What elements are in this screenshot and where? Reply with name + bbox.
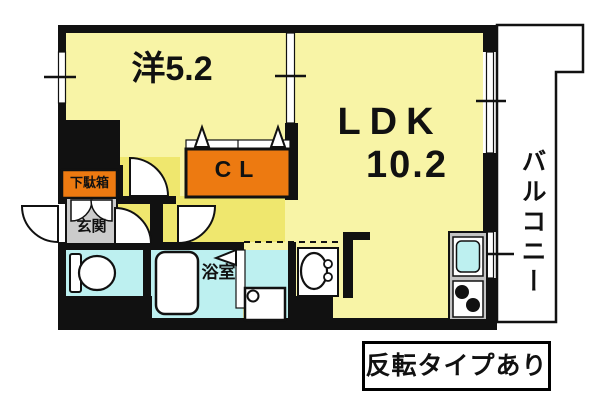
wall-basin-top-stub (343, 232, 370, 240)
wall-basin-left (288, 242, 296, 298)
wall-left-lower (58, 242, 66, 298)
washbasin-faucet-bottom (323, 272, 333, 282)
closet-box (184, 147, 292, 199)
stove-burner-2 (466, 298, 480, 312)
washbasin-faucet-top (323, 259, 333, 269)
shoe-cabinet-label: 下駄箱 (69, 175, 109, 190)
wall-bottom-left-mass (58, 296, 152, 330)
kitchen-sink (455, 240, 481, 273)
wall-right-mid (483, 153, 497, 232)
balcony-label: バルコニー (518, 147, 546, 298)
wall-block-shaft (58, 120, 120, 174)
entrance-label: 玄関 (76, 218, 107, 235)
washbasin-bowl (299, 251, 329, 291)
wall-hall-band (110, 196, 176, 204)
wall-top (58, 25, 497, 33)
wall-basin-bottom-mass (288, 296, 333, 330)
shoe-cabinet-box (60, 168, 119, 200)
wall-hall-bottom (58, 242, 244, 250)
sliding-partition-panel (285, 32, 296, 124)
wall-left-upper (58, 33, 66, 52)
bathroom-label: 浴室 (201, 263, 236, 282)
ldk-size-label: 10.2 (366, 144, 448, 186)
washing-machine-drain (246, 289, 260, 303)
ldk-label: LDK (337, 101, 443, 143)
wall-right-upper (483, 25, 497, 52)
bathtub (154, 250, 200, 316)
western-room-door-swing (129, 156, 170, 197)
wall-bathroom-left (143, 250, 151, 318)
kitchen-stove-box (452, 280, 484, 318)
front-door-swing (20, 205, 59, 244)
reversed-type-note: 反転タイプあり (362, 341, 551, 391)
closet-label: CL (214, 156, 262, 182)
toilet-door-swing (114, 206, 153, 245)
entrance-door-arc-right (90, 199, 113, 222)
wall-basin-right (343, 232, 353, 298)
bathroom-door-panel (235, 249, 246, 309)
closet-fold-marker-left (193, 123, 211, 148)
stove-burner-1 (455, 285, 469, 299)
washroom-door-swing (177, 205, 217, 245)
wall-entrance-right (115, 165, 123, 198)
bathroom-door-marker (213, 248, 237, 267)
western-room-label: 洋5.2 (131, 50, 213, 88)
wall-hall-stub (150, 204, 163, 244)
window-right-upper (485, 51, 495, 154)
wall-left-mid (58, 103, 66, 120)
closet-fold-marker-right (269, 123, 287, 148)
toilet-bowl (77, 254, 117, 292)
washing-machine-pan (243, 286, 287, 322)
